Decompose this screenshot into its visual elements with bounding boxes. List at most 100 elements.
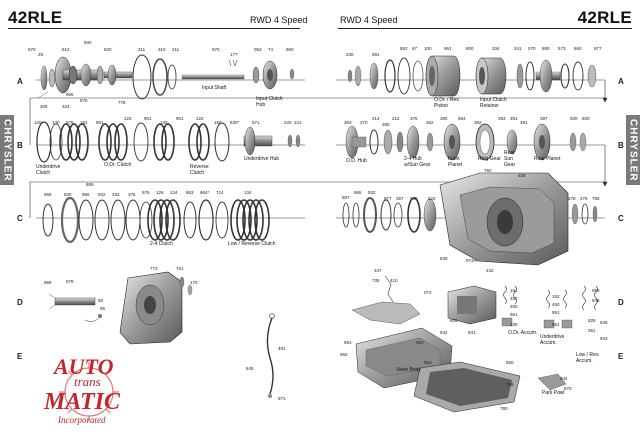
part-number: 512 [62,47,70,52]
row-letter-a-left: A [17,77,23,86]
part-number: 177 [230,52,238,57]
part-number: 334 [492,46,500,51]
callout-od-clutch: O.Dr. Clutch [104,162,132,168]
callout-od-accum: O.Dr. Accum. [508,330,538,336]
part-number: 500 [84,40,92,45]
part-number: 126 [156,190,164,195]
part-number: 860 [574,46,582,51]
right-chrysler-tab: CHRYSLER [626,115,640,185]
part-number: 140 [160,120,168,125]
part-number: 773 [150,266,158,271]
part-number: 522 [428,196,436,201]
part-number: 800 [466,46,474,51]
part-number: 122 [196,116,204,121]
part-number: 839 [440,256,448,261]
part-number: 830 [64,192,72,197]
row-letter-c-right: C [618,214,624,223]
row-d-left-parts [48,271,193,345]
part-number: 565 [410,196,418,201]
row-letter-a-right: A [618,77,624,86]
callout-24-clutch: 2-4 Clutch [150,241,173,247]
part-number: 887 [342,195,350,200]
part-number: 29 [38,52,44,57]
part-number: 410 [390,278,398,283]
assembly-flow-lines [29,79,608,219]
part-number: 943 [600,336,608,341]
part-number: 357 [396,196,404,201]
part-number: 951 [552,310,560,315]
part-number: 591 [372,52,380,57]
row-letter-e-left: E [17,352,23,361]
part-number: 865 [354,190,362,195]
part-number: 944 [560,376,568,381]
part-number: 363 [344,120,352,125]
part-number: 966 [82,192,90,197]
part-number: 871 [278,396,286,401]
part-number: 123 [124,116,132,121]
part-number: 150 [214,120,222,125]
part-number: 991 [344,340,352,345]
part-number: 901 [176,116,184,121]
right-title: 42RLE [577,8,632,27]
part-number: 220 [284,120,292,125]
row-a-right-parts [347,55,597,97]
logo-line-trans: trans [74,374,101,389]
part-number: 072 [424,290,432,295]
part-number: 941 [468,330,476,335]
part-number: 393 [498,116,506,121]
part-number: 886 [86,182,94,187]
part-number: 170 [190,280,198,285]
part-number: 391 [510,116,518,121]
part-number: 134 [244,190,252,195]
callout-rear-planet: Rear Planet [534,156,561,162]
row-b-right-parts [345,123,587,161]
part-number: 973A [466,258,477,263]
left-header-rule [8,28,300,29]
part-number: 735 [372,278,380,283]
left-title: 42RLE [8,8,63,27]
callout-underdrive-clutch: Underdrive Clutch [36,164,61,176]
row-b-left-parts [36,121,301,163]
row-d-right-parts [351,275,598,413]
part-number: 341 [514,46,522,51]
callout-park-pawl: Park Pawl [542,390,565,396]
part-number: 95 [100,306,106,311]
part-number: 882 [400,46,408,51]
callout-od-rev-piston: O.Dr. / Rev. Piston [434,97,460,109]
part-number: 550 [506,360,514,365]
part-number: 347 [374,268,382,273]
callout-rear-sun-gear: Rear Sun Gear [504,150,516,168]
part-number: 958 [592,288,600,293]
callout-low-rev-accum: Low / Rev. Accum. [576,352,600,364]
callout-input-clutch-hub: Input Clutch Hub [256,96,283,108]
part-number: 491 [278,346,286,351]
callout-valve-body: Valve Body [396,367,421,373]
part-number: 845 [246,366,254,371]
part-number: 876 [80,98,88,103]
part-number: 969 [44,280,52,285]
part-number: 134 [170,190,178,195]
part-number: 350 [510,304,518,309]
callout-input-clutch-retainer: Input Clutch Retainer [480,97,507,109]
part-number: 945 [600,320,608,325]
callout-reverse-clutch: Reverse Clutch [190,164,209,176]
part-number: 942 [440,330,448,335]
callout-low-reverse-clutch: Low / Reverse Clutch [228,241,276,247]
row-e-left-parts [266,313,275,398]
part-number: 361 [588,328,596,333]
row-a-left-parts [37,54,295,100]
part-number: 397 [540,116,548,121]
part-number: 50 [98,298,104,303]
part-number: 450 [552,302,560,307]
callout-ring-gear: Ring Gear [478,156,501,162]
row-letter-b-right: B [618,141,624,150]
part-number: 335 [510,322,518,327]
part-number: 432 [486,268,494,273]
part-number: 573 [558,46,566,51]
part-number: 67 [412,46,418,51]
row-c-left-parts [42,196,270,244]
part-number: 901 [144,116,152,121]
part-number: 961 [444,46,452,51]
callout-24-hub-sun-gear: 2-4 Hub w/Sun Gear [404,156,431,168]
